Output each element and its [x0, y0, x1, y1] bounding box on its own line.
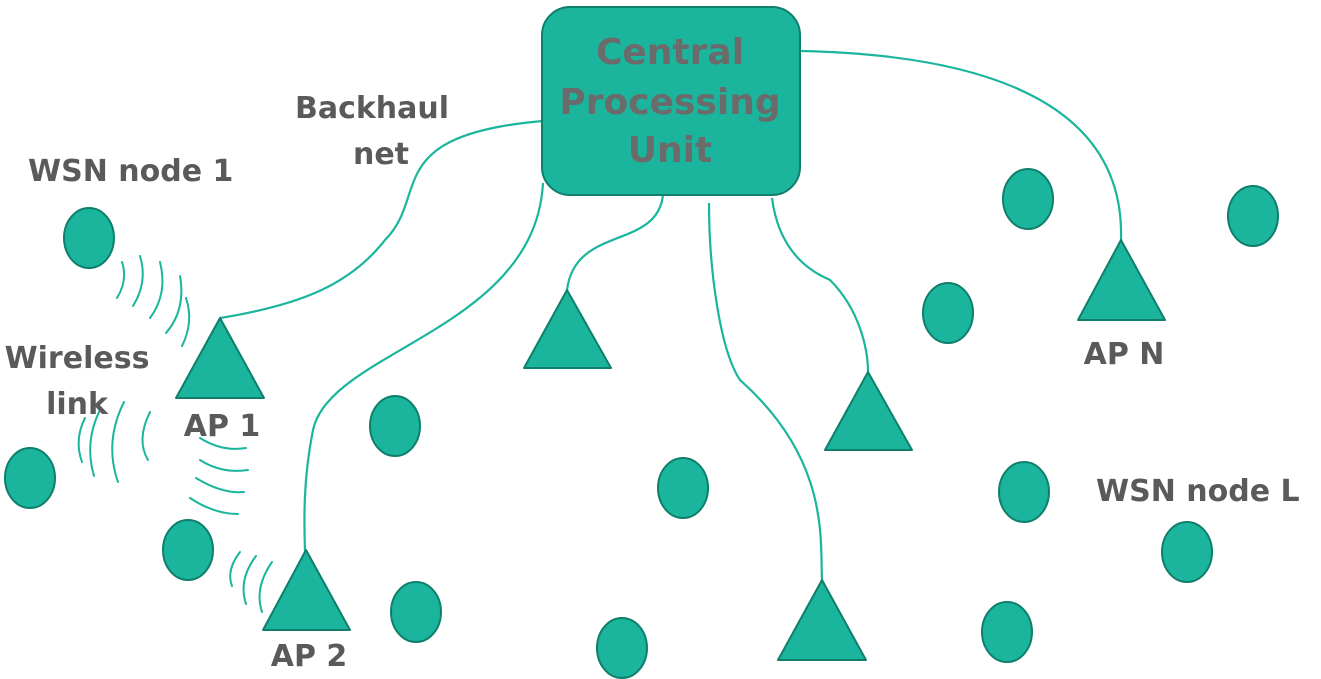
circle-icon: [596, 617, 648, 679]
cpu-box: [541, 6, 801, 196]
wireless-label-line2: link: [46, 387, 109, 422]
central-processing-unit: Central Processing Unit: [541, 6, 801, 196]
wave-arc-icon: [141, 411, 151, 461]
wsn-nodes: [4, 168, 1279, 679]
wave-arc-icon: [165, 275, 183, 334]
cpu-label-line2: Processing: [559, 82, 780, 123]
circle-icon: [1161, 521, 1213, 583]
circle-icon: [369, 395, 421, 457]
backhaul-link-ap1: [219, 119, 544, 320]
wave-arc-icon: [77, 417, 86, 463]
wave-arc-icon: [242, 555, 257, 605]
wave-arc-icon: [199, 437, 247, 450]
circle-icon: [63, 207, 115, 269]
circle-icon: [922, 282, 974, 344]
wave-arc-icon: [189, 497, 239, 515]
circle-icon: [657, 457, 709, 519]
triangle-icon: [1077, 239, 1166, 321]
circle-icon: [998, 461, 1050, 523]
wave-arc-icon: [149, 261, 164, 319]
backhaul-link-ap3: [565, 194, 665, 291]
backhaul-link-apn: [799, 49, 1123, 241]
backhaul-link-ap4: [770, 197, 870, 373]
labels: Backhaul net WSN node 1 Wireless link AP…: [5, 91, 1300, 674]
triangle-icon: [777, 579, 867, 661]
ap1-label: AP 1: [184, 409, 261, 444]
circle-icon: [1002, 168, 1054, 230]
backhaul-link-ap5: [707, 202, 824, 581]
circle-icon: [162, 519, 214, 581]
wave-arc-icon: [132, 255, 144, 307]
wave-arc-icon: [111, 401, 125, 483]
wave-arc-icon: [199, 459, 249, 472]
triangle-icon: [523, 289, 612, 369]
wave-arc-icon: [89, 409, 101, 477]
triangle-icon: [824, 371, 913, 451]
backhaul-label-line1: Backhaul: [295, 91, 449, 126]
cpu-label-line1: Central: [596, 32, 744, 73]
backhaul-label-line2: net: [353, 137, 409, 172]
triangle-icon: [175, 317, 265, 399]
wireless-waves: [77, 255, 273, 613]
wsn-node-l-label: WSN node L: [1096, 474, 1300, 509]
circle-icon: [4, 447, 56, 509]
access-points: [175, 239, 1166, 661]
circle-icon: [390, 581, 442, 643]
wave-arc-icon: [229, 551, 241, 587]
wave-arc-icon: [181, 297, 191, 347]
wave-arc-icon: [195, 477, 245, 494]
apn-label: AP N: [1084, 337, 1165, 372]
wsn-node-1-label: WSN node 1: [28, 154, 233, 189]
backhaul-links: [219, 49, 1123, 581]
cpu-label-line3: Unit: [628, 130, 712, 171]
wave-arc-icon: [258, 561, 273, 613]
wave-arc-icon: [116, 261, 126, 299]
wireless-label-line1: Wireless: [5, 341, 150, 376]
ap2-label: AP 2: [271, 639, 348, 674]
triangle-icon: [262, 549, 351, 631]
backhaul-link-ap2: [303, 182, 545, 553]
circle-icon: [981, 601, 1033, 663]
circle-icon: [1227, 185, 1279, 247]
